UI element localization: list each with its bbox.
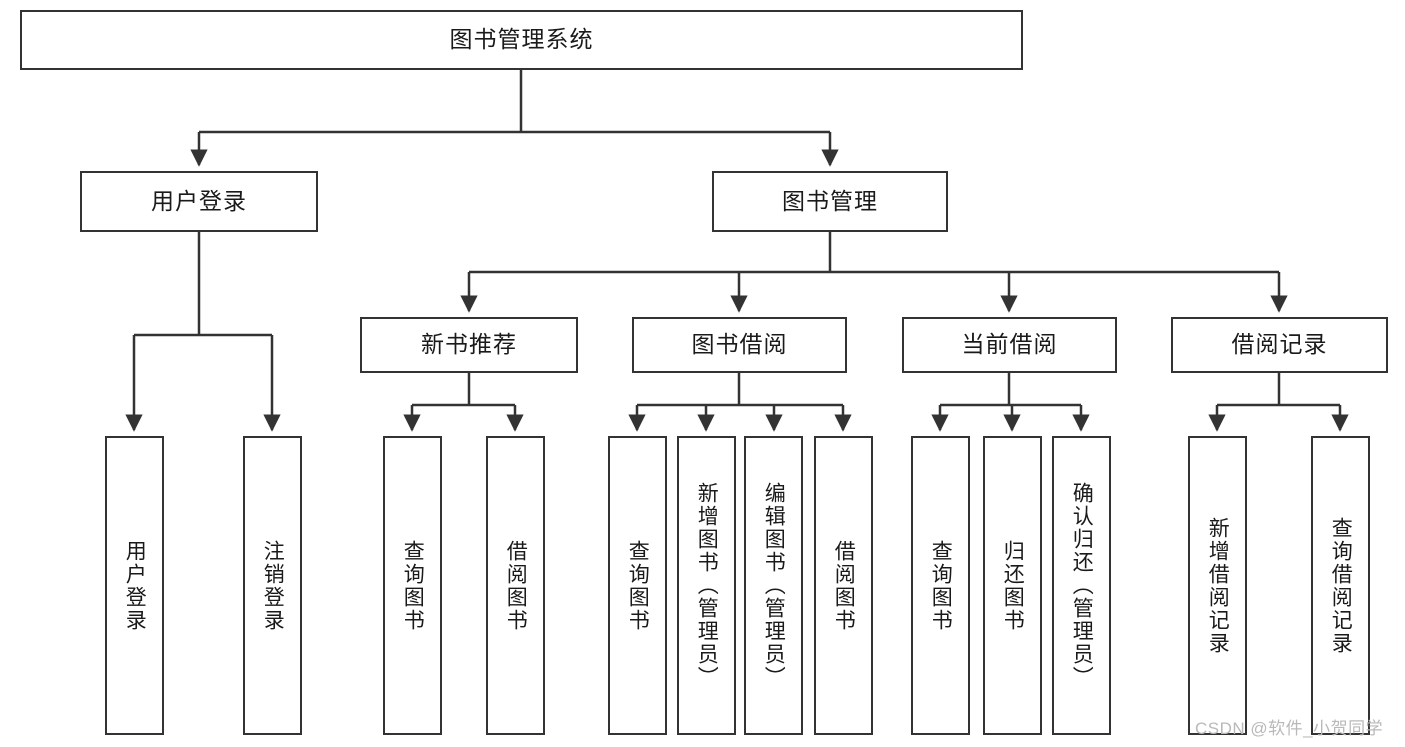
node-book-management-label: 图书管理 <box>782 187 878 214</box>
leaf-return-book[interactable]: 归还图书 <box>983 436 1042 735</box>
leaf-query-book-rec-label: 查询图书 <box>401 539 425 632</box>
node-user-login[interactable]: 用户登录 <box>80 171 318 232</box>
node-root-label: 图书管理系统 <box>449 26 594 53</box>
leaf-query-book-borrow[interactable]: 查询图书 <box>608 436 667 735</box>
leaf-confirm-return-admin[interactable]: 确认归还（管理员） <box>1052 436 1111 735</box>
node-borrow-record[interactable]: 借阅记录 <box>1171 317 1388 373</box>
leaf-user-login-label: 用户登录 <box>123 539 147 632</box>
leaf-query-borrow-record[interactable]: 查询借阅记录 <box>1311 436 1370 735</box>
leaf-confirm-return-admin-label: 确认归还（管理员） <box>1070 482 1094 689</box>
leaf-borrow-book-label: 借阅图书 <box>832 539 856 632</box>
leaf-edit-book-admin[interactable]: 编辑图书（管理员） <box>744 436 803 735</box>
node-book-management[interactable]: 图书管理 <box>712 171 948 232</box>
leaf-borrow-book[interactable]: 借阅图书 <box>814 436 873 735</box>
leaf-query-borrow-record-label: 查询借阅记录 <box>1329 516 1353 655</box>
node-current-borrow-label: 当前借阅 <box>961 331 1058 358</box>
leaf-borrow-book-rec-label: 借阅图书 <box>504 539 528 632</box>
leaf-add-book-admin[interactable]: 新增图书（管理员） <box>677 436 736 735</box>
leaf-logout-label: 注销登录 <box>261 539 285 632</box>
node-book-borrow-label: 图书借阅 <box>691 331 788 358</box>
leaf-query-book-current[interactable]: 查询图书 <box>911 436 970 735</box>
leaf-query-book-borrow-label: 查询图书 <box>626 539 650 632</box>
leaf-add-book-admin-label: 新增图书（管理员） <box>695 482 719 689</box>
node-current-borrow[interactable]: 当前借阅 <box>902 317 1117 373</box>
node-book-borrow[interactable]: 图书借阅 <box>632 317 847 373</box>
node-borrow-record-label: 借阅记录 <box>1231 331 1328 358</box>
leaf-add-borrow-record[interactable]: 新增借阅记录 <box>1188 436 1247 735</box>
leaf-user-login[interactable]: 用户登录 <box>105 436 164 735</box>
node-new-book-recommend[interactable]: 新书推荐 <box>360 317 578 373</box>
leaf-query-book-current-label: 查询图书 <box>929 539 953 632</box>
node-user-login-label: 用户登录 <box>151 187 247 214</box>
leaf-logout[interactable]: 注销登录 <box>243 436 302 735</box>
node-new-book-recommend-label: 新书推荐 <box>421 331 517 358</box>
leaf-query-book-rec[interactable]: 查询图书 <box>383 436 442 735</box>
csdn-watermark: CSDN @软件_小贺同学 <box>1195 719 1384 738</box>
leaf-borrow-book-rec[interactable]: 借阅图书 <box>486 436 545 735</box>
leaf-return-book-label: 归还图书 <box>1001 539 1025 632</box>
node-root[interactable]: 图书管理系统 <box>20 10 1023 70</box>
leaf-edit-book-admin-label: 编辑图书（管理员） <box>762 482 786 689</box>
leaf-add-borrow-record-label: 新增借阅记录 <box>1206 516 1230 655</box>
